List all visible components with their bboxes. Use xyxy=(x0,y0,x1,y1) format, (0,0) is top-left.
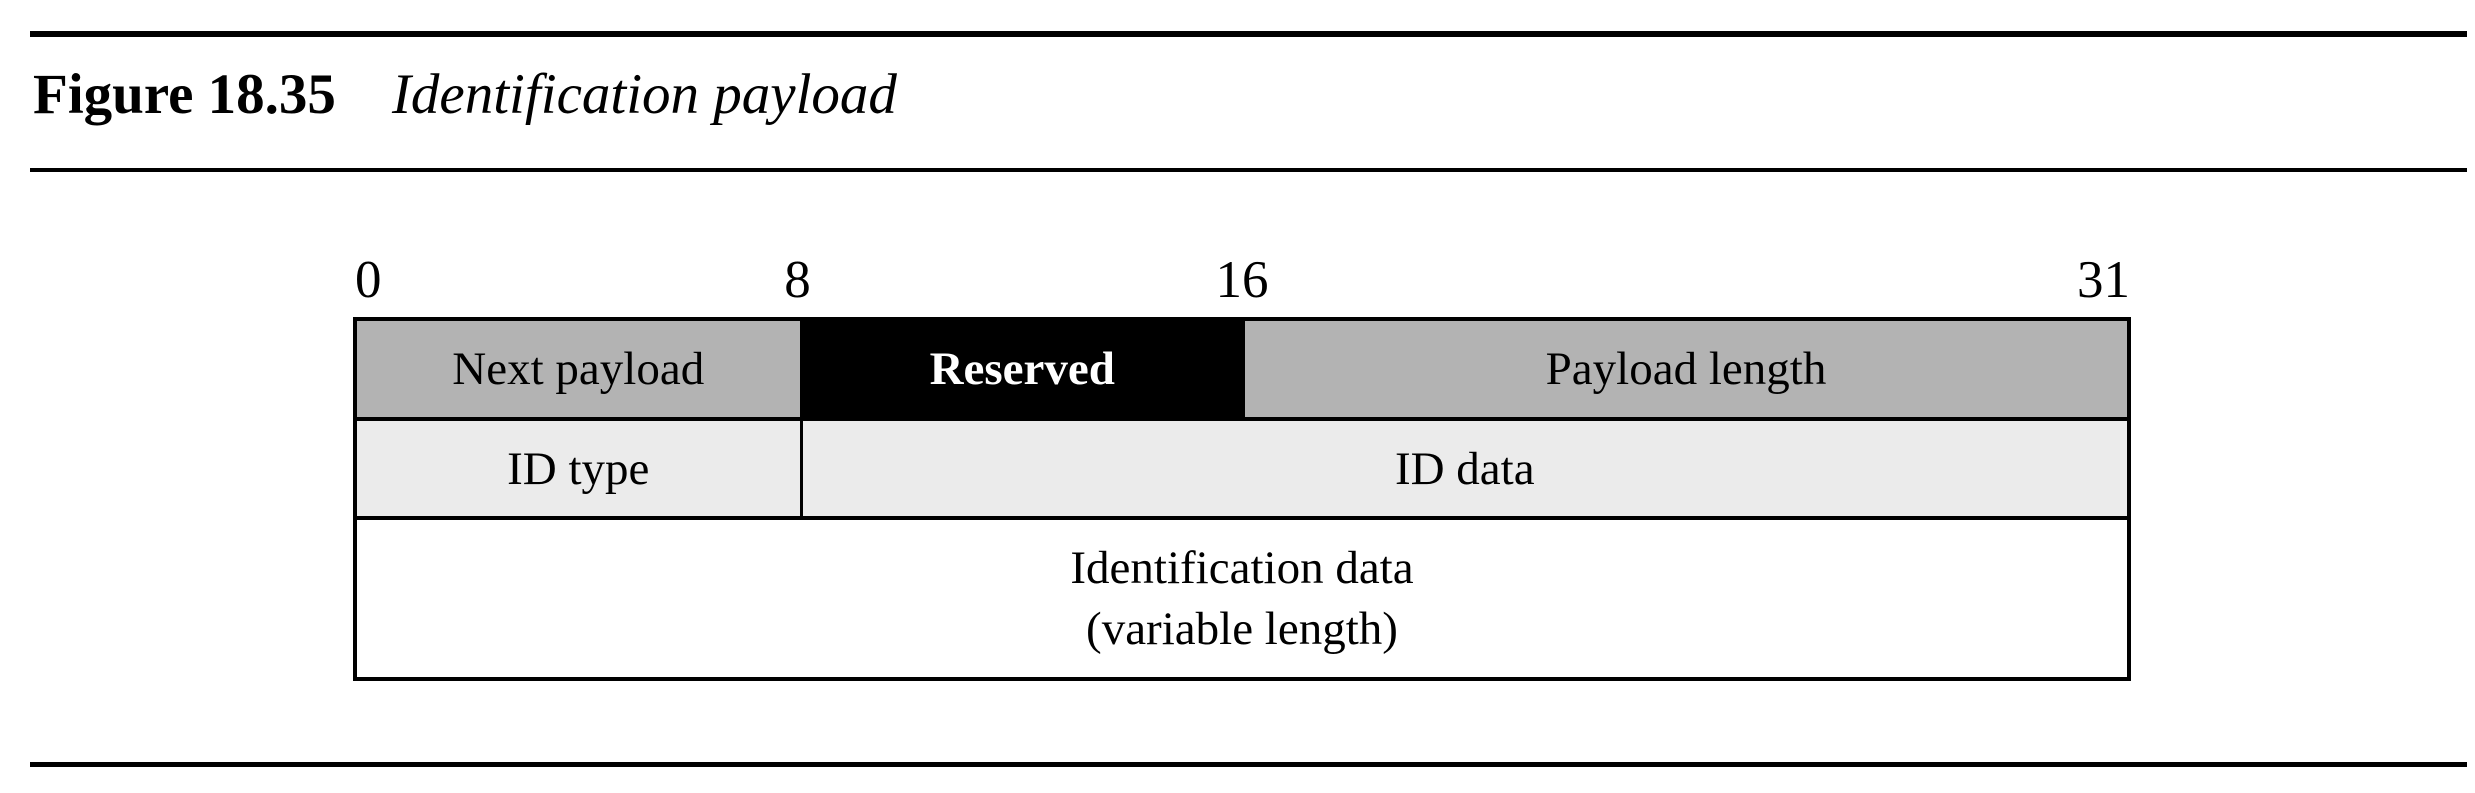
bit-label-0: 0 xyxy=(355,251,382,309)
identification-data-line2: (variable length) xyxy=(1086,602,1398,655)
header-row-1: Next payload Reserved Payload length xyxy=(357,321,2127,421)
field-identification-data: Identification data (variable length) xyxy=(357,520,2127,677)
bottom-rule xyxy=(30,762,2467,767)
bit-scale: 0 8 16 31 xyxy=(353,245,2131,309)
identification-payload-diagram: 0 8 16 31 Next payload Reserved Payload … xyxy=(353,245,2131,681)
field-payload-length: Payload length xyxy=(1242,321,2127,417)
bit-label-16: 16 xyxy=(1215,251,1269,309)
data-row: Identification data (variable length) xyxy=(357,520,2127,677)
field-reserved: Reserved xyxy=(799,321,1242,417)
field-id-type: ID type xyxy=(357,421,800,516)
figure-title: Identification payload xyxy=(391,63,897,126)
field-id-data: ID data xyxy=(799,421,2127,516)
bit-label-8: 8 xyxy=(784,251,811,309)
figure-number: Figure 18.35 xyxy=(33,63,336,126)
header-row-2: ID type ID data xyxy=(357,421,2127,520)
top-rule xyxy=(30,31,2467,37)
field-next-payload: Next payload xyxy=(357,321,800,417)
bit-label-31: 31 xyxy=(2077,251,2130,309)
caption-divider-rule xyxy=(30,168,2467,172)
figure-caption: Figure 18.35 Identification payload xyxy=(33,64,897,126)
identification-data-line1: Identification data xyxy=(1070,541,1414,594)
payload-field-grid: Next payload Reserved Payload length ID … xyxy=(353,317,2131,681)
